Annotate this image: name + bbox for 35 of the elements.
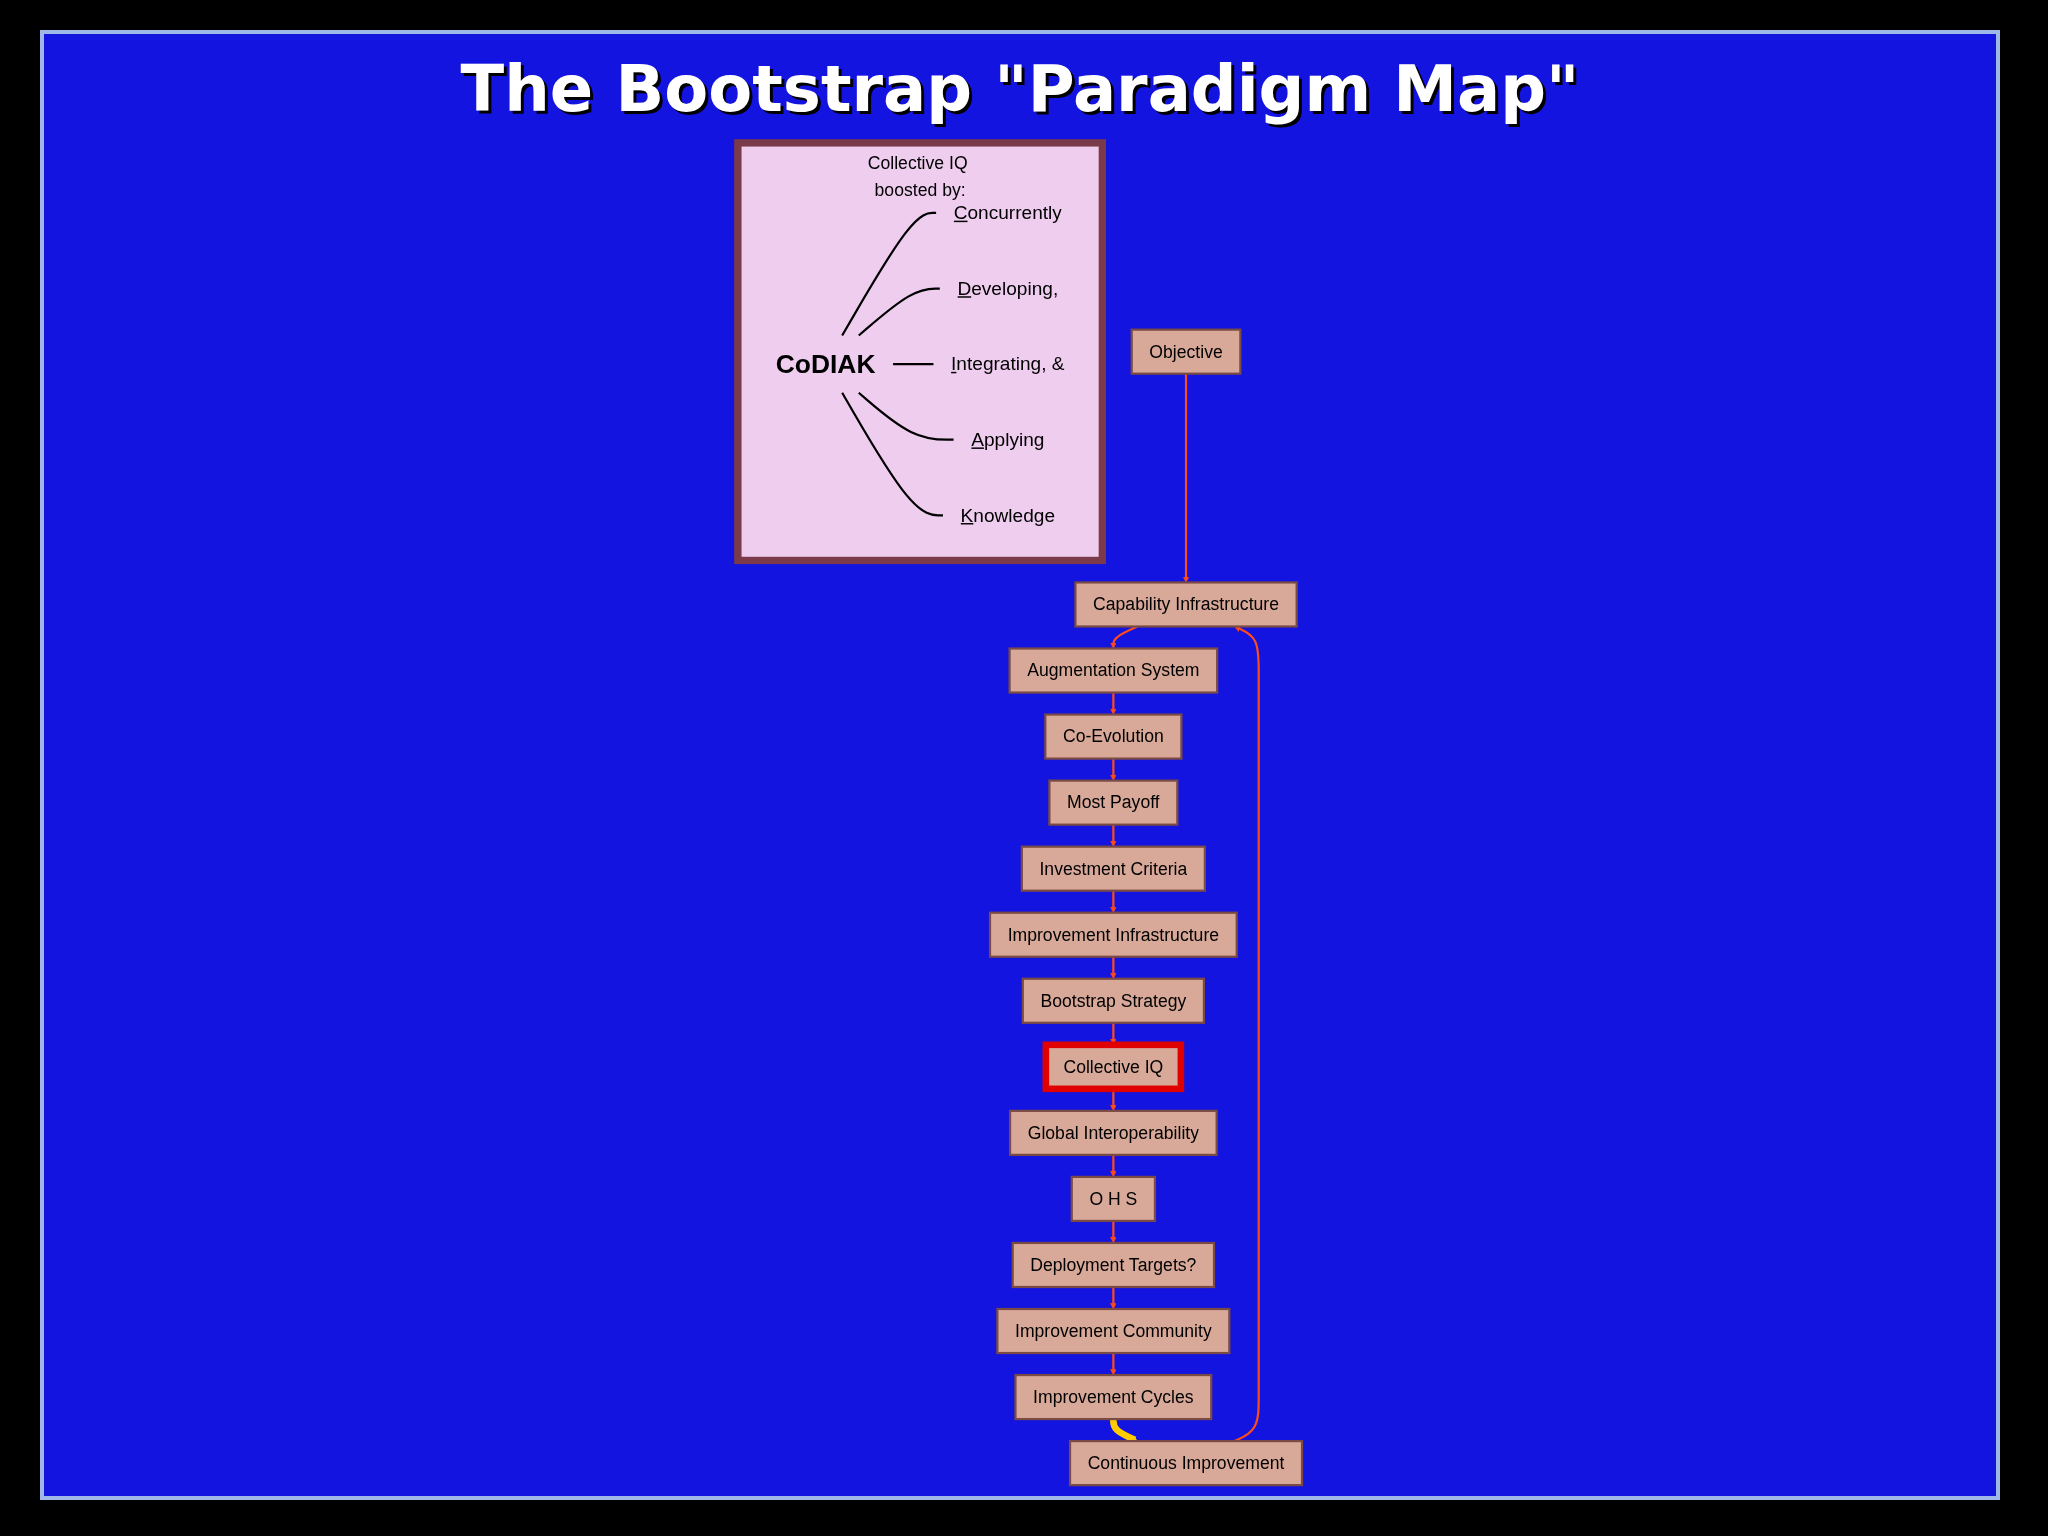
node-box: Most Payoff — [1048, 779, 1179, 826]
node-text: Applying — [971, 428, 1045, 451]
connector — [858, 287, 940, 337]
node-box: Continuous Improvement — [1069, 1440, 1304, 1487]
diagram-title: The Bootstrap "Paradigm Map" — [460, 52, 1580, 126]
arrow — [1110, 758, 1117, 781]
connector — [841, 211, 937, 337]
node-text: Knowledge — [960, 503, 1056, 526]
node-box: Objective — [1130, 328, 1242, 375]
node-box: Improvement Infrastructure — [988, 911, 1238, 958]
node-box: Investment Criteria — [1020, 845, 1206, 892]
connector — [893, 363, 934, 366]
connector — [841, 392, 944, 517]
arrow — [1182, 373, 1190, 583]
node-box: Co-Evolution — [1044, 713, 1183, 760]
node-text: Developing, — [957, 277, 1059, 300]
arrow — [1110, 824, 1117, 847]
node-box: Collective IQ — [1042, 1041, 1185, 1093]
node-box: O H S — [1070, 1175, 1157, 1223]
node-text: CoDIAK — [775, 348, 876, 379]
node-box: Capability Infrastructure — [1074, 581, 1298, 628]
node-box: Improvement Cycles — [1014, 1373, 1213, 1421]
node-text: Integrating, & — [951, 352, 1065, 375]
arrow — [1110, 1417, 1138, 1443]
node-box: Deployment Targets? — [1011, 1241, 1216, 1289]
arrow — [1110, 692, 1117, 715]
arrow — [1110, 890, 1117, 913]
arrow — [1110, 1287, 1117, 1310]
node-text: Concurrently — [953, 201, 1062, 224]
node-box: Bootstrap Strategy — [1021, 977, 1206, 1024]
node-box: Augmentation System — [1008, 647, 1219, 694]
node-box: Global Interoperability — [1009, 1109, 1218, 1156]
arrow — [1110, 1353, 1117, 1376]
node-box: Improvement Community — [996, 1307, 1231, 1355]
connector — [858, 391, 954, 441]
